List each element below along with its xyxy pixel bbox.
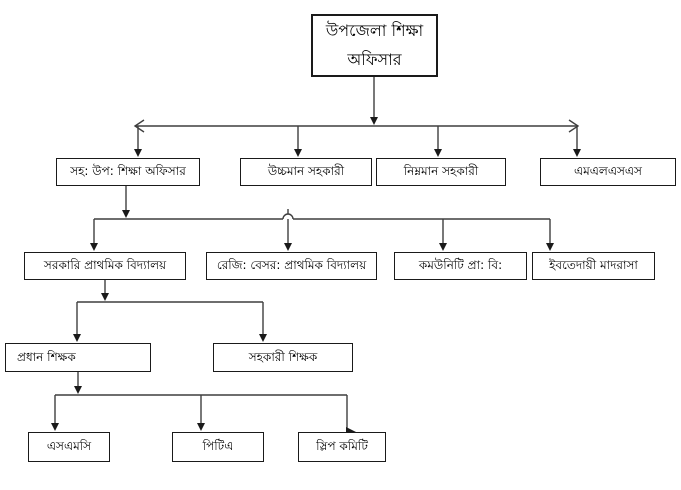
node-upper-division-assistant: উচ্চমান সহকারী xyxy=(240,158,372,186)
node-slip-committee: স্লিপ কমিটি xyxy=(298,432,386,462)
node-upazila-education-officer: উপজেলা শিক্ষা অফিসার xyxy=(311,14,438,77)
node-government-primary-school: সরকারি প্রাথমিক বিদ্যালয় xyxy=(24,252,186,280)
node-smc: এসএমসি xyxy=(28,432,110,462)
node-registered-private-primary-school: রেজি: বেসর: প্রাথমিক বিদ্যালয় xyxy=(206,252,377,280)
node-ebtedayee-madrasa: ইবতেদায়ী মাদরাসা xyxy=(532,252,655,280)
node-lower-division-assistant: নিম্নমান সহকারী xyxy=(376,158,506,186)
node-pta: পিটিএ xyxy=(172,432,264,462)
node-community-primary-school: কমউনিটি প্রা: বি: xyxy=(394,252,527,280)
node-head-teacher: প্রধান শিক্ষক xyxy=(5,343,151,372)
node-mlss: এমএলএসএস xyxy=(540,158,676,186)
node-assistant-upazila-education-officer: সহ: উপ: শিক্ষা অফিসার xyxy=(56,158,200,186)
node-assistant-teacher: সহকারী শিক্ষক xyxy=(213,343,353,372)
